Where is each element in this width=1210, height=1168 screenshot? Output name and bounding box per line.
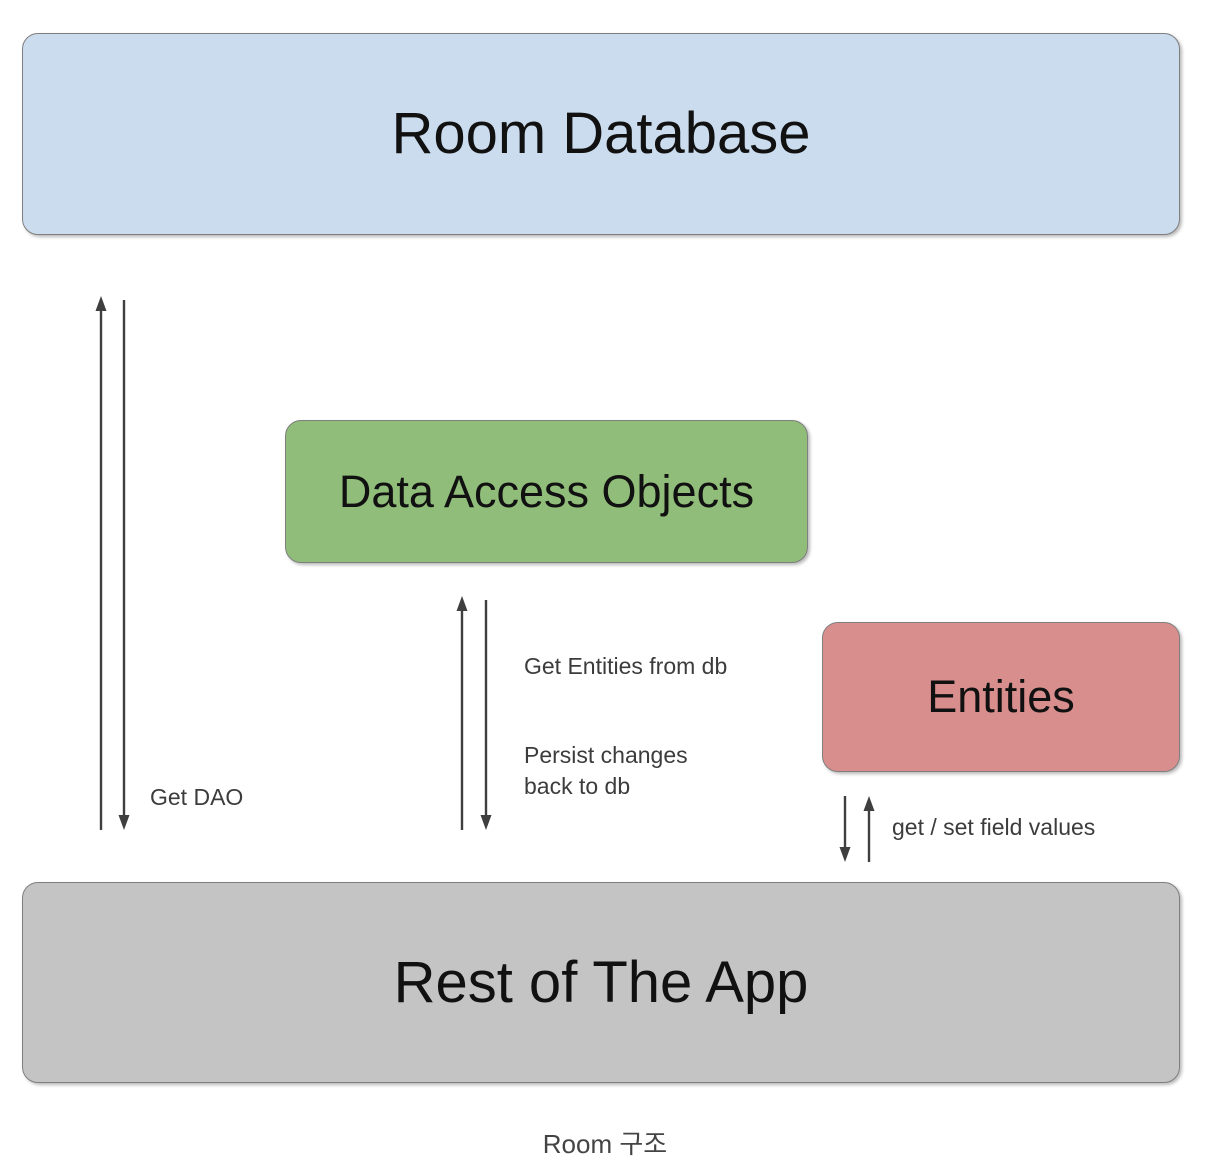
node-room-database-label: Room Database <box>391 101 811 167</box>
node-data-access-objects[interactable]: Data Access Objects <box>285 420 808 563</box>
node-entities-label: Entities <box>927 671 1075 723</box>
edge-label-persist-changes-back-to-db: Persist changes back to db <box>524 742 688 800</box>
arrow-up-get-field-values <box>863 796 875 862</box>
node-data-access-objects-label: Data Access Objects <box>338 465 755 517</box>
node-entities[interactable]: Entities <box>822 622 1180 772</box>
arrow-down-to-rest-of-app <box>118 300 130 830</box>
arrow-up-to-room-database <box>95 296 107 830</box>
arrow-down-set-field-values <box>839 796 851 862</box>
diagram-caption: Room 구조 <box>542 1129 668 1159</box>
node-rest-of-app[interactable]: Rest of The App <box>22 882 1180 1083</box>
edge-label-get-set-field-values: get / set field values <box>892 814 1096 840</box>
edge-label-get-dao: Get DAO <box>150 784 244 810</box>
node-rest-of-app-label: Rest of The App <box>393 949 809 1015</box>
arrow-down-persist-changes-back-to-db <box>480 600 492 830</box>
node-room-database[interactable]: Room Database <box>22 33 1180 235</box>
edge-label-get-entities-from-db: Get Entities from db <box>524 653 728 679</box>
arrow-up-get-entities-from-db <box>456 596 468 830</box>
